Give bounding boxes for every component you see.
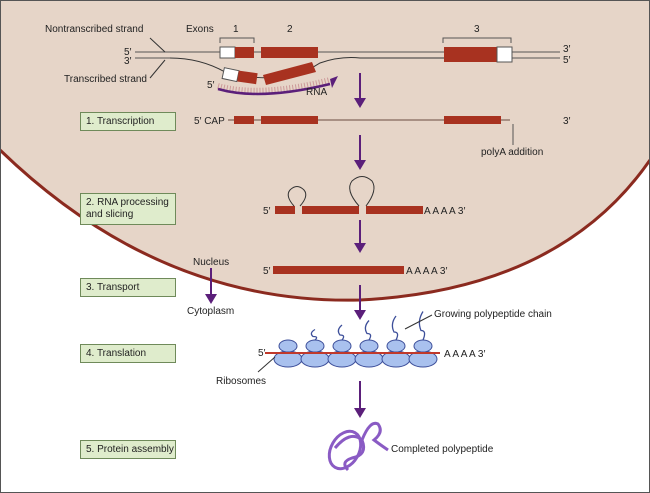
step-transcription: 1. Transcription bbox=[80, 112, 176, 131]
transcribing-rna bbox=[217, 62, 338, 96]
polypeptide-chain bbox=[364, 320, 372, 341]
mature-polya: A A A A 3′ bbox=[406, 266, 447, 277]
exon-3 bbox=[444, 47, 497, 62]
completed-polypeptide-label: Completed polypeptide bbox=[391, 444, 494, 455]
ribosome-pointer bbox=[257, 356, 276, 373]
step-rna-processing: 2. RNA processing and slicing bbox=[80, 193, 176, 225]
intron-loop-1 bbox=[287, 186, 307, 207]
ribosome-small-subunit bbox=[278, 339, 298, 353]
utr-3-box bbox=[496, 46, 513, 63]
rna-5-prime: 5′ bbox=[207, 80, 215, 91]
nucleus-label: Nucleus bbox=[193, 257, 229, 268]
exons-label: Exons bbox=[186, 24, 214, 35]
exon-1-bracket bbox=[219, 37, 255, 43]
transcribed-label: Transcribed strand bbox=[64, 74, 147, 85]
polya-addition-label: polyA addition bbox=[481, 147, 543, 158]
growing-chain-label: Growing polypeptide chain bbox=[434, 309, 552, 320]
nucleus-region bbox=[0, 0, 650, 301]
ribosome-small-subunit bbox=[413, 339, 433, 353]
intron-loop-2 bbox=[349, 176, 375, 207]
ribosome-small-subunit bbox=[359, 339, 379, 353]
ribosome-small-subunit bbox=[332, 339, 352, 353]
polypeptide-chain bbox=[310, 328, 318, 341]
chain-pointer bbox=[404, 314, 433, 330]
cytoplasm-label: Cytoplasm bbox=[187, 306, 234, 317]
ribosome-small-subunit bbox=[386, 339, 406, 353]
nontranscribed-label: Nontranscribed strand bbox=[45, 24, 143, 35]
dna-5-prime: 5′ bbox=[124, 47, 132, 58]
pre-mrna bbox=[228, 116, 514, 145]
exon-number-1: 1 bbox=[233, 24, 239, 35]
exon-1 bbox=[235, 47, 254, 58]
step-translation: 4. Translation bbox=[80, 344, 176, 363]
dna-5-prime-right: 5′ bbox=[563, 55, 571, 66]
utr-5-box bbox=[219, 46, 236, 59]
step-transport: 3. Transport bbox=[80, 278, 176, 297]
exon-number-2: 2 bbox=[287, 24, 293, 35]
exon-number-3: 3 bbox=[474, 24, 480, 35]
translation-5-prime: 5′ bbox=[258, 348, 266, 359]
mature-mrna bbox=[273, 266, 404, 274]
polypeptide-chain bbox=[418, 311, 426, 341]
ribosomes-label: Ribosomes bbox=[216, 376, 266, 387]
splicing-mrna bbox=[275, 176, 423, 214]
spliced-5-prime: 5′ bbox=[263, 206, 271, 217]
mature-5-prime: 5′ bbox=[263, 266, 271, 277]
pre-mrna-3-prime: 3′ bbox=[563, 116, 571, 127]
polypeptide-chain bbox=[391, 315, 399, 341]
rna-label: RNA bbox=[306, 87, 327, 98]
ribosome-complex bbox=[273, 311, 438, 368]
dna-3-prime-right: 3′ bbox=[563, 44, 571, 55]
dna-3-prime: 3′ bbox=[124, 56, 132, 67]
exon-3-bracket bbox=[442, 37, 512, 43]
spliced-polya: A A A A 3′ bbox=[424, 206, 465, 217]
translation-polya: A A A A 3′ bbox=[444, 349, 485, 360]
step-protein-assembly: 5. Protein assembly bbox=[80, 440, 176, 459]
exon-2 bbox=[261, 47, 318, 58]
completed-polypeptide bbox=[327, 421, 389, 472]
polypeptide-chain bbox=[337, 324, 345, 341]
cap-label: 5′ CAP bbox=[194, 116, 225, 127]
ribosome-small-subunit bbox=[305, 339, 325, 353]
flow-arrows bbox=[205, 73, 366, 418]
